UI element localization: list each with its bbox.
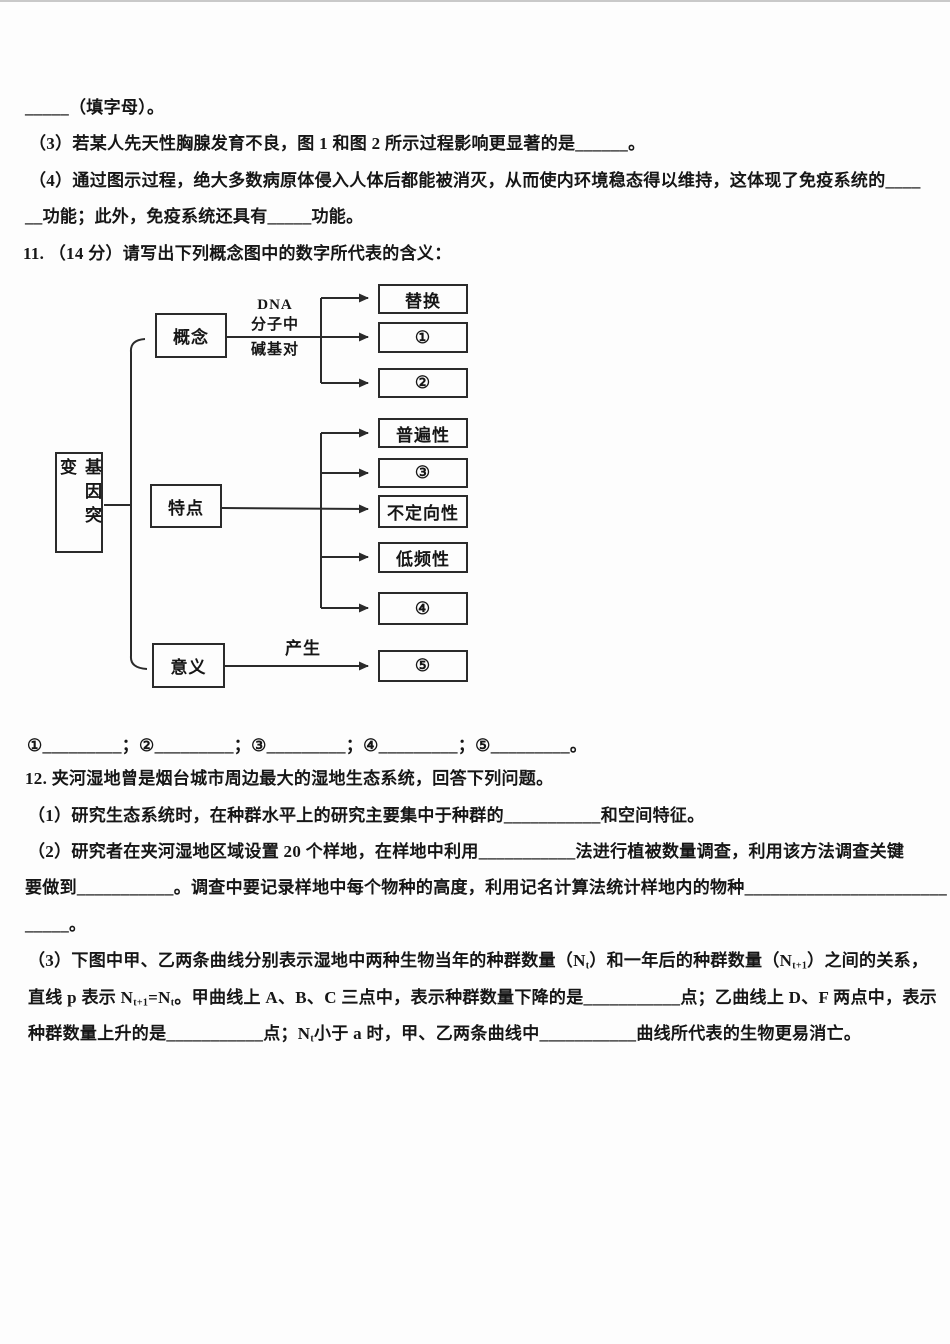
question-10-4-cont-line: __功能；此外，免疫系统还具有_____功能。	[25, 207, 364, 226]
question-11-blanks-line: ①_________；②_________；③_________；④______…	[27, 736, 588, 755]
node-circle1: ①	[378, 322, 468, 353]
node-circle4: ④	[378, 592, 468, 625]
node-gene-mutation: 基因突变	[55, 452, 103, 553]
question-12-2-line: （2）研究者在夹河湿地区域设置 20 个样地，在样地中利用___________…	[28, 842, 905, 861]
scan-artifact-line	[0, 0, 950, 2]
question-10-4-line: （4）通过图示过程，绝大多数病原体侵入人体后都能被消灭，从而使内环境稳态得以维持…	[29, 171, 921, 190]
question-12-3-cont-line: 直线 p 表示 Nt+1=Nt。甲曲线上 A、B、C 三点中，表示种群数量下降的…	[28, 988, 937, 1009]
question-11-stem-line: 11. （14 分）请写出下列概念图中的数字所代表的含义：	[23, 244, 452, 263]
concept-diagram: 基因突变 概念 特点 意义 DNA 分子中 碱基对 产生 替换 ① ② 普遍性 …	[55, 284, 468, 688]
question-12-1-line: （1）研究生态系统时，在种群水平上的研究主要集中于种群的___________和…	[28, 806, 705, 825]
question-12-3-line: （3）下图中甲、乙两条曲线分别表示湿地中两种生物当年的种群数量（Nt）和一年后的…	[28, 951, 929, 972]
edge-label-dna-line2: 分子中	[250, 317, 299, 333]
fill-letter-line: _____（填字母）。	[25, 98, 165, 117]
node-low-frequency: 低频性	[378, 542, 468, 573]
node-non-directional: 不定向性	[378, 495, 468, 528]
node-significance: 意义	[152, 643, 225, 688]
node-circle5: ⑤	[378, 650, 468, 682]
edge-label-dna: DNA 分子中	[239, 295, 311, 335]
question-12-stem-line: 12. 夹河湿地曾是烟台城市周边最大的湿地生态系统，回答下列问题。	[25, 769, 554, 788]
node-circle2: ②	[378, 368, 468, 398]
question-12-3-end-line: 种群数量上升的是___________点；Nt小于 a 时，甲、乙两条曲线中__…	[28, 1024, 862, 1045]
node-feature: 特点	[150, 484, 222, 528]
question-12-2-end-line: _____。	[25, 915, 87, 934]
edge-label-produce: 产生	[285, 639, 321, 658]
edge-label-basepair: 碱基对	[250, 342, 299, 358]
question-10-3-line: （3）若某人先天性胸腺发育不良，图 1 和图 2 所示过程影响更显著的是____…	[29, 134, 646, 153]
node-universality: 普遍性	[378, 418, 468, 448]
question-12-2-cont-line: 要做到___________。调查中要记录样地中每个物种的高度，利用记名计算法统…	[25, 878, 947, 897]
node-substitution: 替换	[378, 284, 468, 314]
diagram-connectors	[104, 293, 369, 671]
brace-line	[129, 338, 148, 670]
node-concept: 概念	[155, 313, 227, 358]
node-circle3: ③	[378, 458, 468, 488]
edge-label-dna-line1: DNA	[257, 297, 293, 313]
